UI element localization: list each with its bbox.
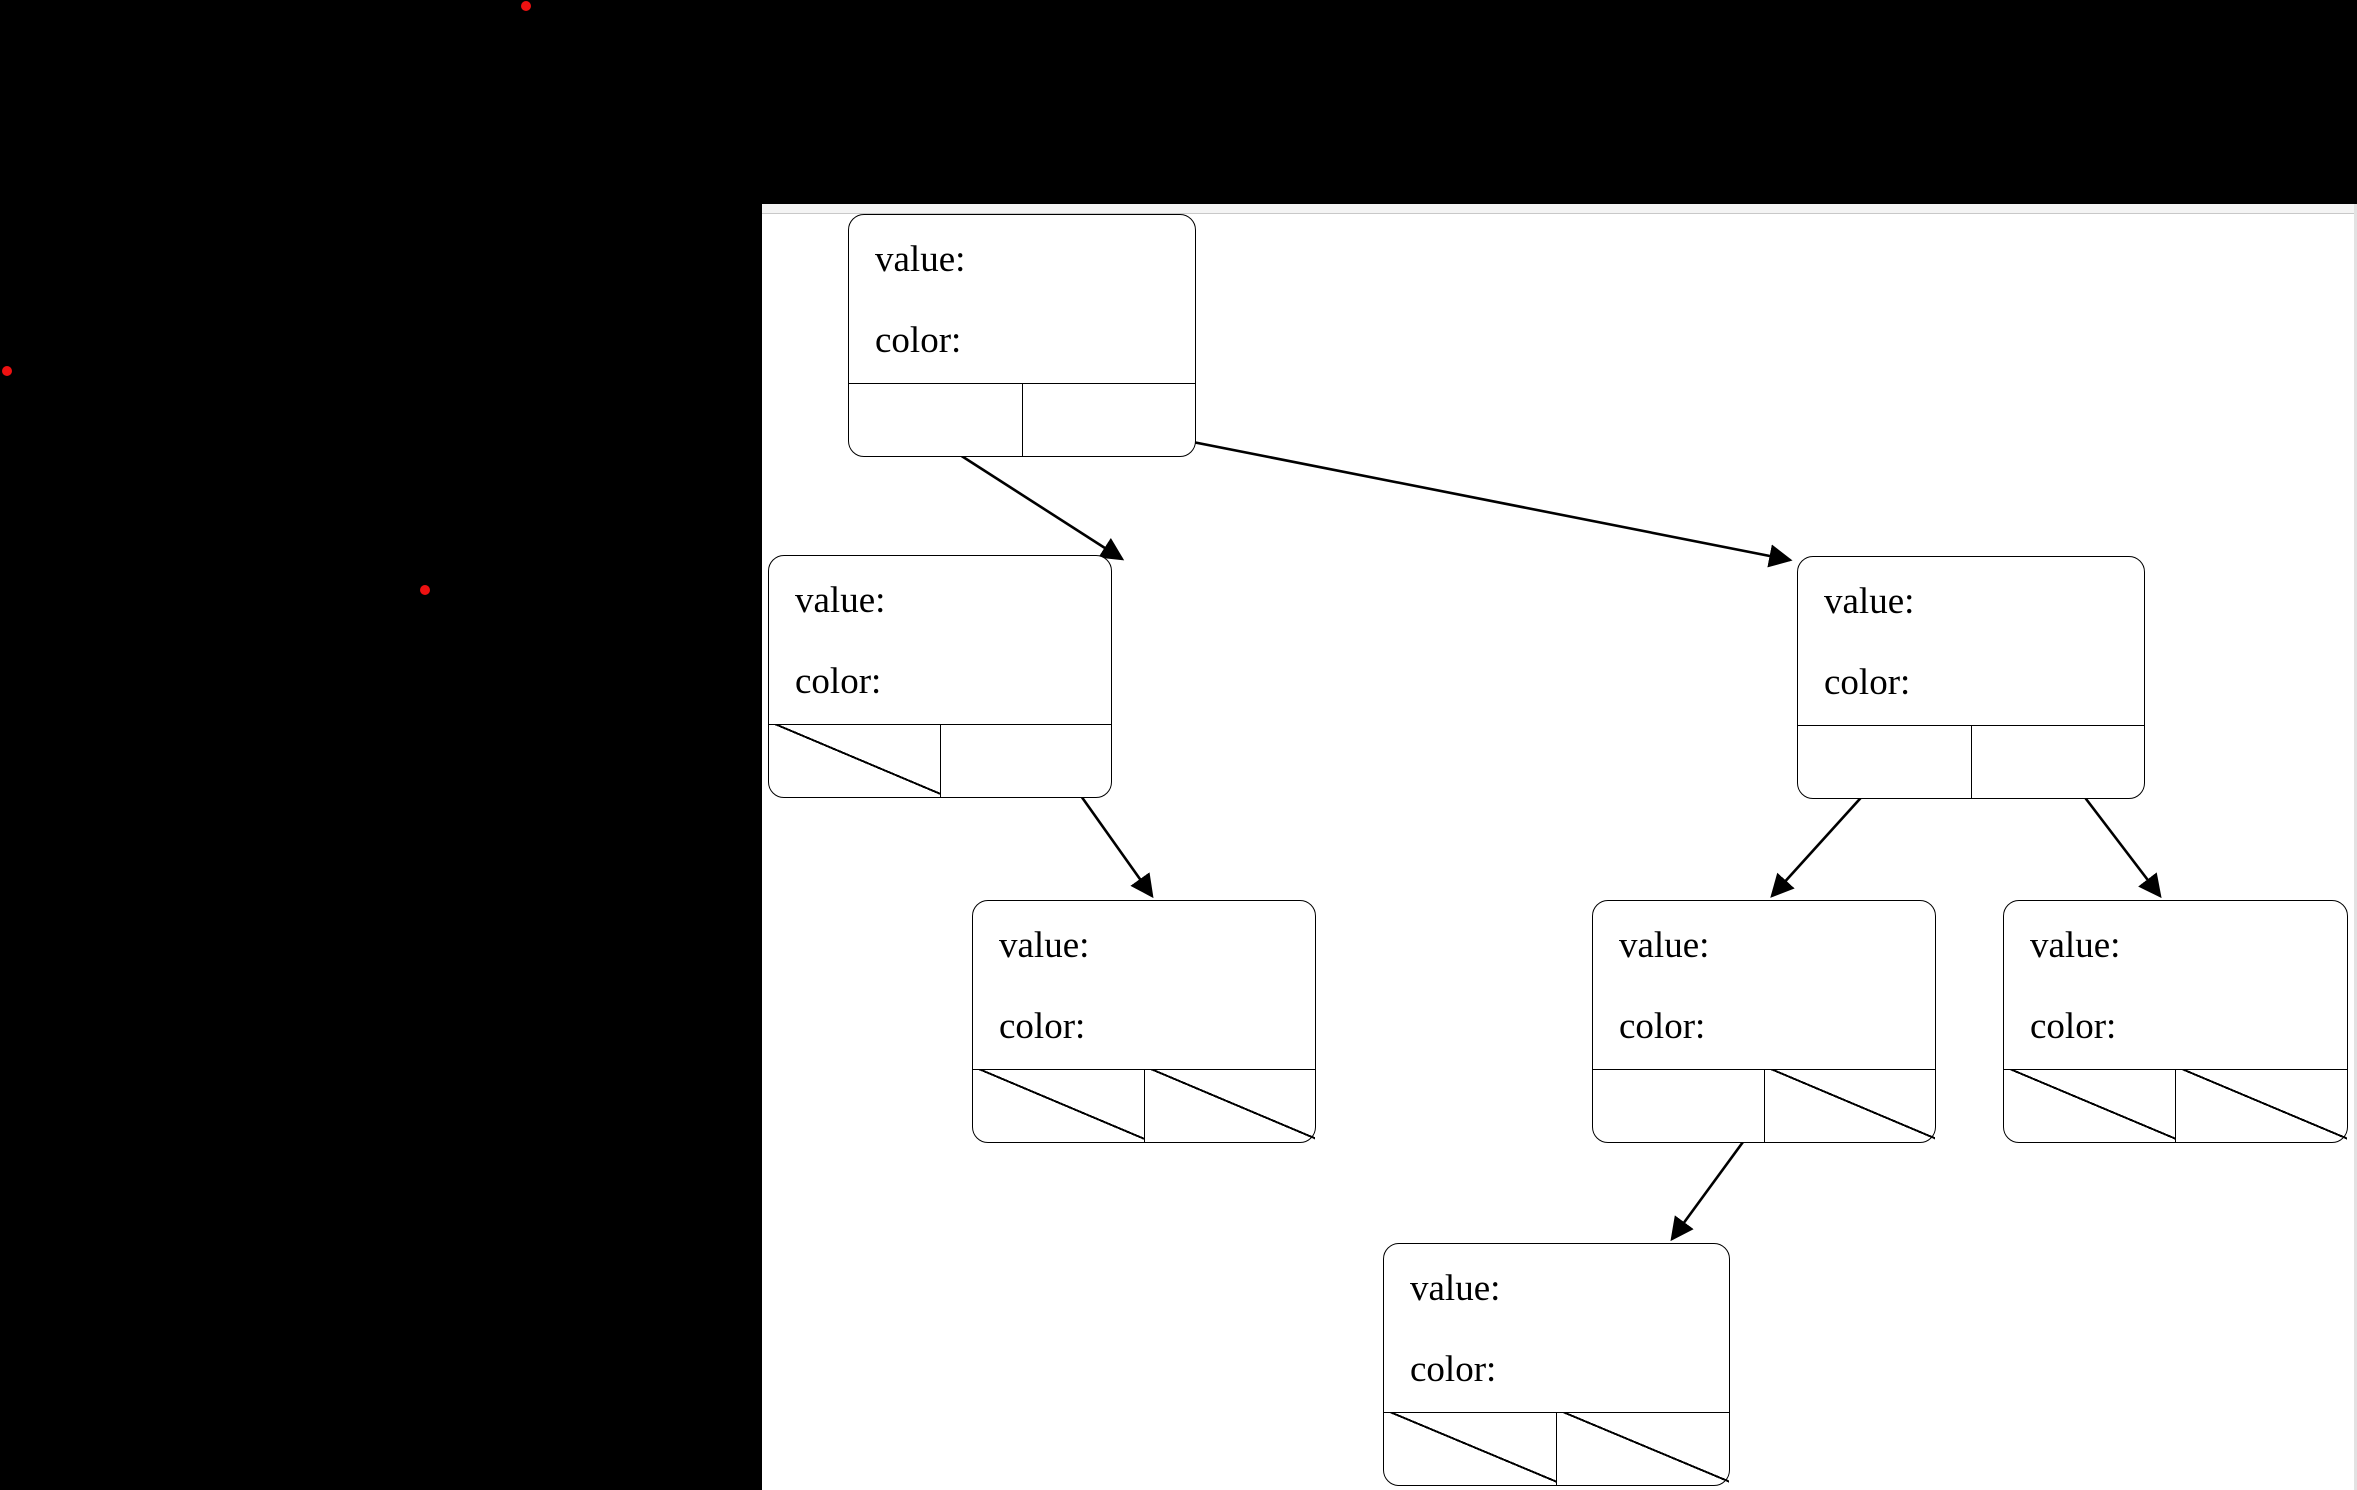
node-left-pointer-nil[interactable] xyxy=(1384,1413,1557,1485)
node-left-pointer-cell[interactable] xyxy=(1593,1070,1765,1142)
node-value-label: value: xyxy=(875,239,966,280)
node-pointer-row xyxy=(769,724,1111,797)
node-value-label: value: xyxy=(2030,925,2121,966)
node-pointer-row xyxy=(1384,1412,1729,1485)
node-body: value: color: xyxy=(2004,901,2347,1069)
red-marker-dot-1 xyxy=(521,1,531,11)
node-color-label: color: xyxy=(875,320,962,361)
node-pointer-row xyxy=(849,383,1195,456)
red-marker-dot-2 xyxy=(2,366,12,376)
node-right-pointer-cell[interactable] xyxy=(941,725,1112,797)
node-body: value: color: xyxy=(1798,557,2144,725)
node-right-pointer-cell[interactable] xyxy=(1972,726,2145,798)
red-marker-dot-3 xyxy=(420,585,430,595)
panel-top-band xyxy=(762,204,2357,214)
tree-node-left-child[interactable]: value: color: xyxy=(768,555,1112,798)
node-body: value: color: xyxy=(1384,1244,1729,1412)
node-left-pointer-nil[interactable] xyxy=(2004,1070,2176,1142)
node-body: value: color: xyxy=(769,556,1111,724)
node-color-label: color: xyxy=(1619,1006,1706,1047)
node-value-label: value: xyxy=(999,925,1090,966)
diagram-panel[interactable]: value: color: value: color: value: color… xyxy=(762,204,2357,1490)
node-color-label: color: xyxy=(999,1006,1086,1047)
node-right-pointer-nil[interactable] xyxy=(2176,1070,2347,1142)
tree-node-right-child[interactable]: value: color: xyxy=(1797,556,2145,799)
tree-node-root[interactable]: value: color: xyxy=(848,214,1196,457)
node-left-pointer-nil[interactable] xyxy=(769,725,941,797)
panel-right-edge xyxy=(2354,204,2357,1490)
node-body: value: color: xyxy=(1593,901,1935,1069)
node-right-pointer-cell[interactable] xyxy=(1023,384,1196,456)
node-right-pointer-nil[interactable] xyxy=(1764,1070,1935,1142)
node-color-label: color: xyxy=(795,661,882,702)
node-pointer-row xyxy=(1798,725,2144,798)
node-color-label: color: xyxy=(2030,1006,2117,1047)
node-left-pointer-nil[interactable] xyxy=(973,1070,1145,1142)
node-color-label: color: xyxy=(1824,662,1911,703)
node-right-pointer-nil[interactable] xyxy=(1557,1413,1729,1485)
node-value-label: value: xyxy=(1824,581,1915,622)
tree-node-deep-leaf[interactable]: value: color: xyxy=(1383,1243,1730,1486)
node-left-pointer-cell[interactable] xyxy=(1798,726,1972,798)
tree-node-right-child-left[interactable]: value: color: xyxy=(1592,900,1936,1143)
node-pointer-row xyxy=(2004,1069,2347,1142)
node-value-label: value: xyxy=(795,580,886,621)
node-pointer-row xyxy=(973,1069,1315,1142)
tree-node-left-child-right[interactable]: value: color: xyxy=(972,900,1316,1143)
node-pointer-row xyxy=(1593,1069,1935,1142)
edge-root-right xyxy=(1121,426,1793,568)
node-body: value: color: xyxy=(973,901,1315,1069)
node-color-label: color: xyxy=(1410,1349,1497,1390)
node-right-pointer-nil[interactable] xyxy=(1144,1070,1315,1142)
node-value-label: value: xyxy=(1410,1268,1501,1309)
tree-node-right-child-right[interactable]: value: color: xyxy=(2003,900,2348,1143)
node-body: value: color: xyxy=(849,215,1195,383)
node-value-label: value: xyxy=(1619,925,1710,966)
node-left-pointer-cell[interactable] xyxy=(849,384,1023,456)
